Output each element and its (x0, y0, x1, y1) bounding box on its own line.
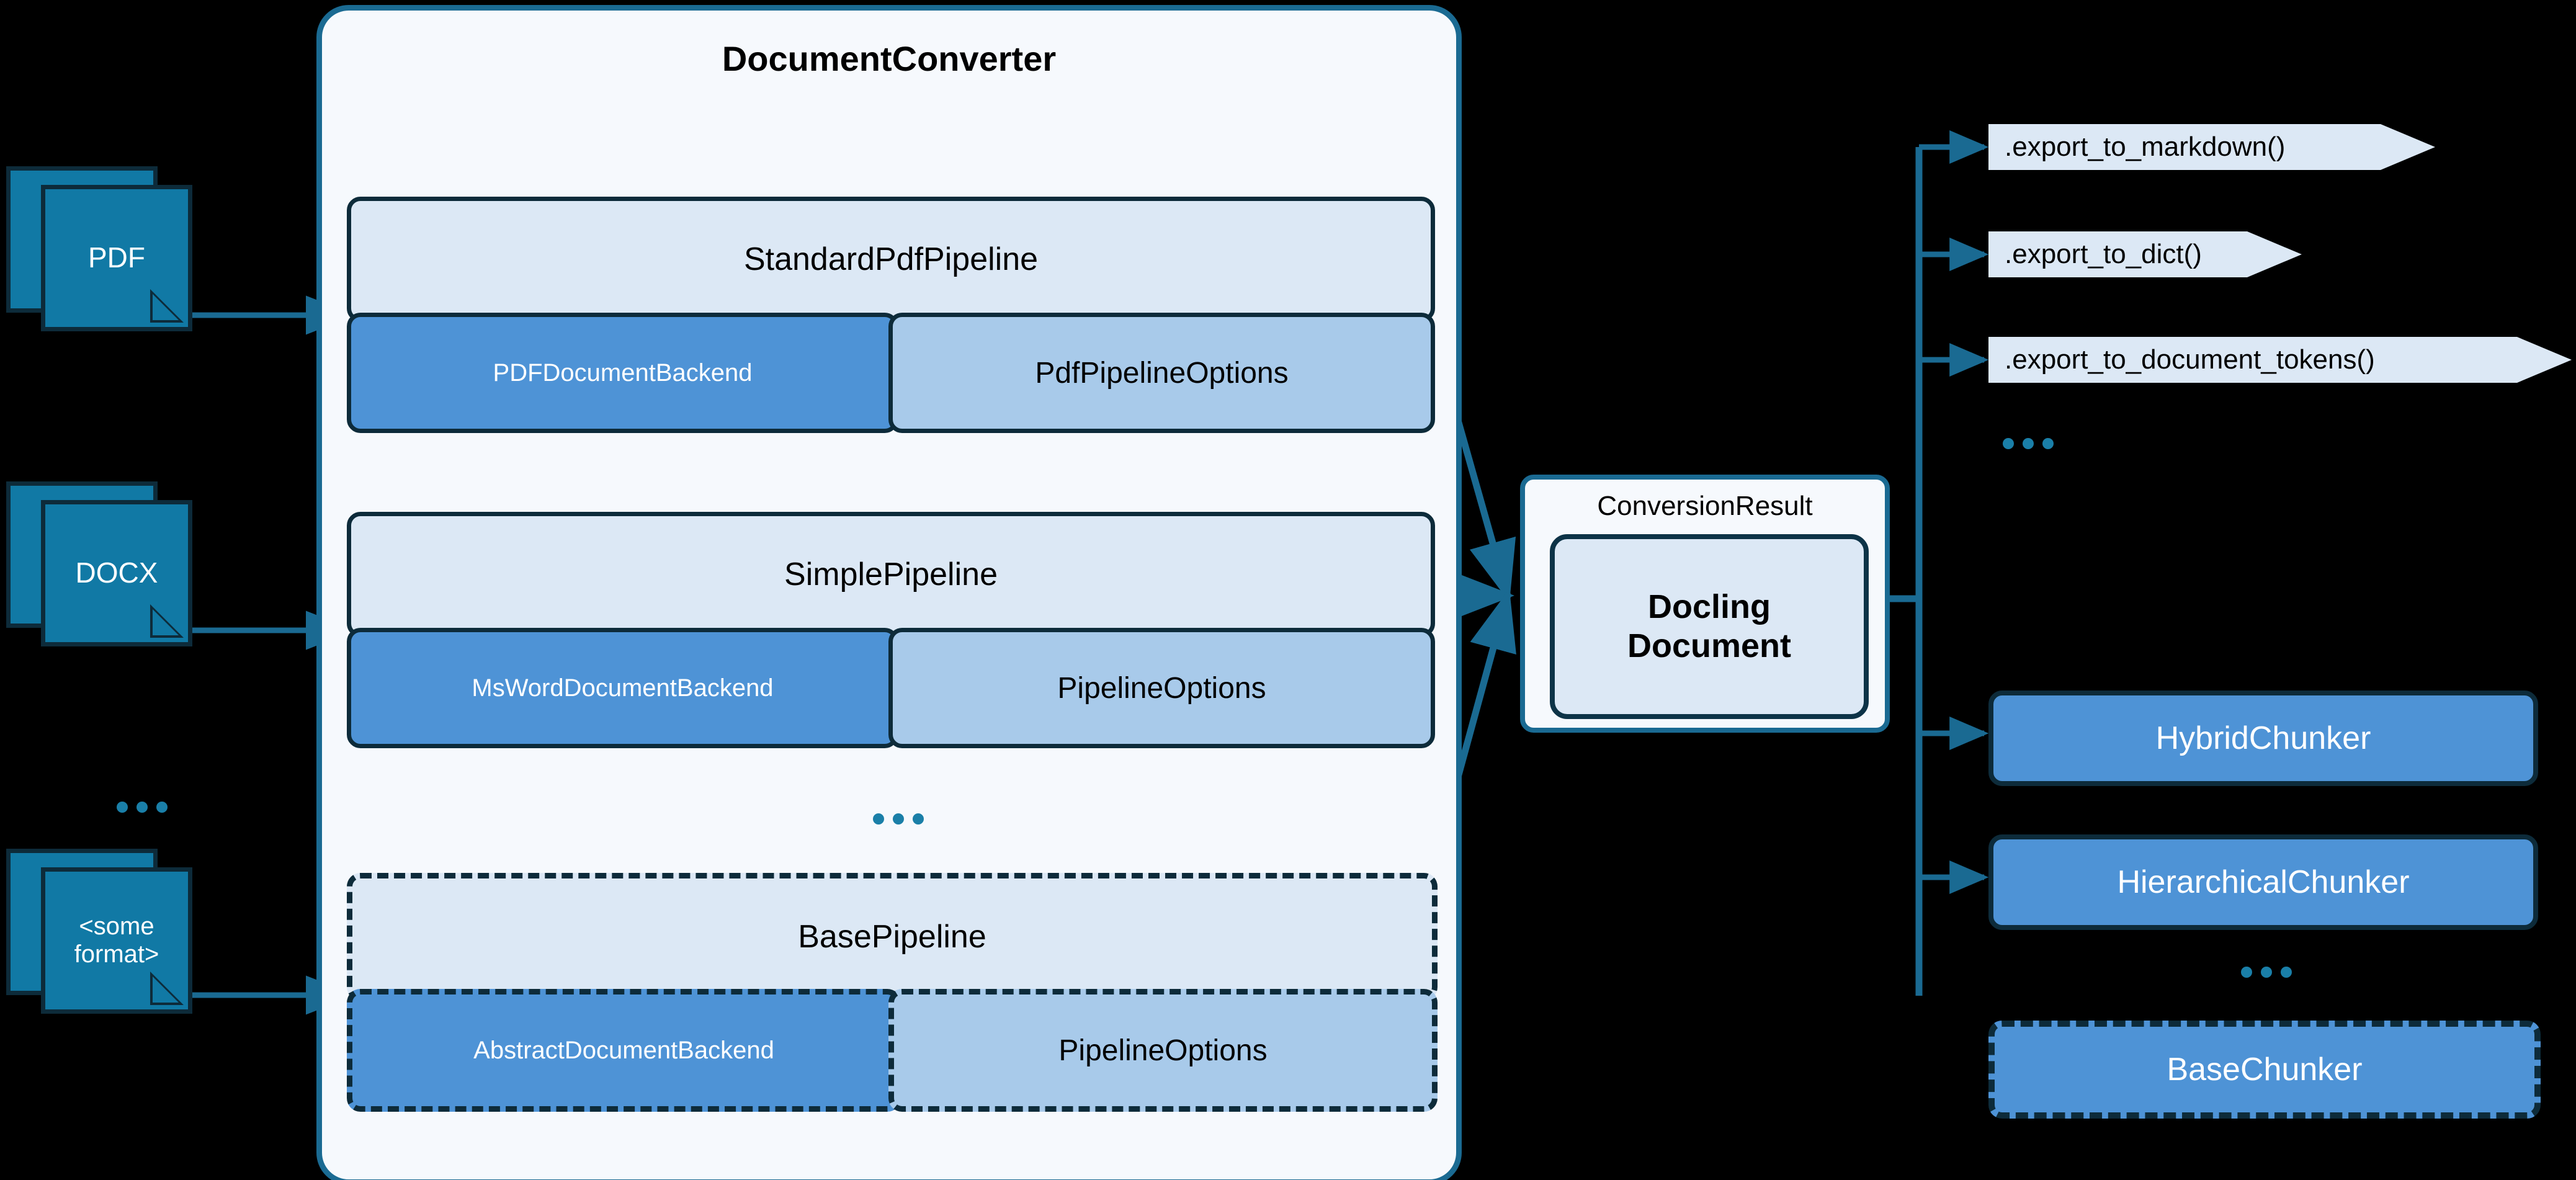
page-fold-inner-icon (153, 609, 179, 635)
chunker-basechunker[interactable]: BaseChunker (1988, 1021, 2541, 1119)
pipeline-head-simplepipeline[interactable]: SimplePipeline (347, 512, 1435, 637)
backend-pdfdocumentbackend[interactable]: PDFDocumentBackend (347, 313, 898, 433)
options-name: PdfPipelineOptions (1035, 356, 1289, 390)
conversion-result-container: ConversionResult Docling Document (1520, 475, 1890, 733)
docling-document-node[interactable]: Docling Document (1550, 534, 1869, 719)
export-label: .export_to_dict() (2005, 239, 2202, 269)
chunker-label: HybridChunker (2155, 720, 2371, 756)
page-title: DocumentConverter (722, 39, 1057, 78)
chunker-hierarchicalchunker[interactable]: HierarchicalChunker (1988, 834, 2538, 930)
backend-msworddocumentbackend[interactable]: MsWordDocumentBackend (347, 628, 898, 748)
page-fold-inner-icon (153, 294, 179, 320)
pipeline-head-standardpdfpipeline[interactable]: StandardPdfPipeline (347, 197, 1435, 322)
input-doc-docx[interactable]: DOCX (6, 481, 192, 646)
pipeline-name: StandardPdfPipeline (743, 241, 1039, 277)
input-doc-label: DOCX (75, 556, 158, 589)
chunker-hybridchunker[interactable]: HybridChunker (1988, 691, 2538, 786)
input-doc-some-format[interactable]: <some format> (6, 849, 192, 1014)
page-fold-inner-icon (153, 977, 179, 1003)
export-chip-markdown[interactable]: .export_to_markdown() (1988, 124, 2435, 170)
export-chip-document-tokens[interactable]: .export_to_document_tokens() (1988, 337, 2572, 383)
chunker-ellipsis (2241, 967, 2292, 978)
chunker-label: HierarchicalChunker (2117, 864, 2410, 900)
pipeline-name: SimplePipeline (784, 556, 998, 592)
pipeline-ellipsis (873, 813, 924, 825)
chunker-label: BaseChunker (2167, 1052, 2363, 1088)
input-doc-label: PDF (88, 241, 145, 274)
input-doc-label: <some format> (74, 913, 159, 968)
options-pipelineoptions-abstract[interactable]: PipelineOptions (888, 989, 1438, 1112)
document-converter-panel: DocumentConverter StandardPdfPipeline PD… (316, 5, 1462, 1180)
options-name: PipelineOptions (1057, 671, 1266, 705)
docling-document-label: Docling Document (1627, 588, 1791, 664)
export-label: .export_to_document_tokens() (2005, 344, 2375, 375)
options-pipelineoptions[interactable]: PipelineOptions (888, 628, 1435, 748)
edge-trunk-branch (1919, 130, 1989, 894)
backend-name: PDFDocumentBackend (493, 359, 753, 387)
backend-name: AbstractDocumentBackend (473, 1036, 774, 1064)
conversion-result-label: ConversionResult (1597, 491, 1813, 521)
backend-abstractdocumentbackend[interactable]: AbstractDocumentBackend (347, 989, 901, 1112)
options-name: PipelineOptions (1058, 1034, 1268, 1067)
pipeline-name: BasePipeline (798, 919, 986, 955)
backend-name: MsWordDocumentBackend (472, 674, 774, 702)
pipeline-head-basepipeline[interactable]: BasePipeline (347, 873, 1438, 1001)
options-pdfpipelineoptions[interactable]: PdfPipelineOptions (888, 313, 1435, 433)
input-doc-pdf[interactable]: PDF (6, 166, 192, 331)
export-label: .export_to_markdown() (2005, 132, 2286, 162)
input-ellipsis (117, 802, 168, 813)
export-chip-dict[interactable]: .export_to_dict() (1988, 231, 2302, 277)
export-ellipsis (2003, 438, 2054, 449)
